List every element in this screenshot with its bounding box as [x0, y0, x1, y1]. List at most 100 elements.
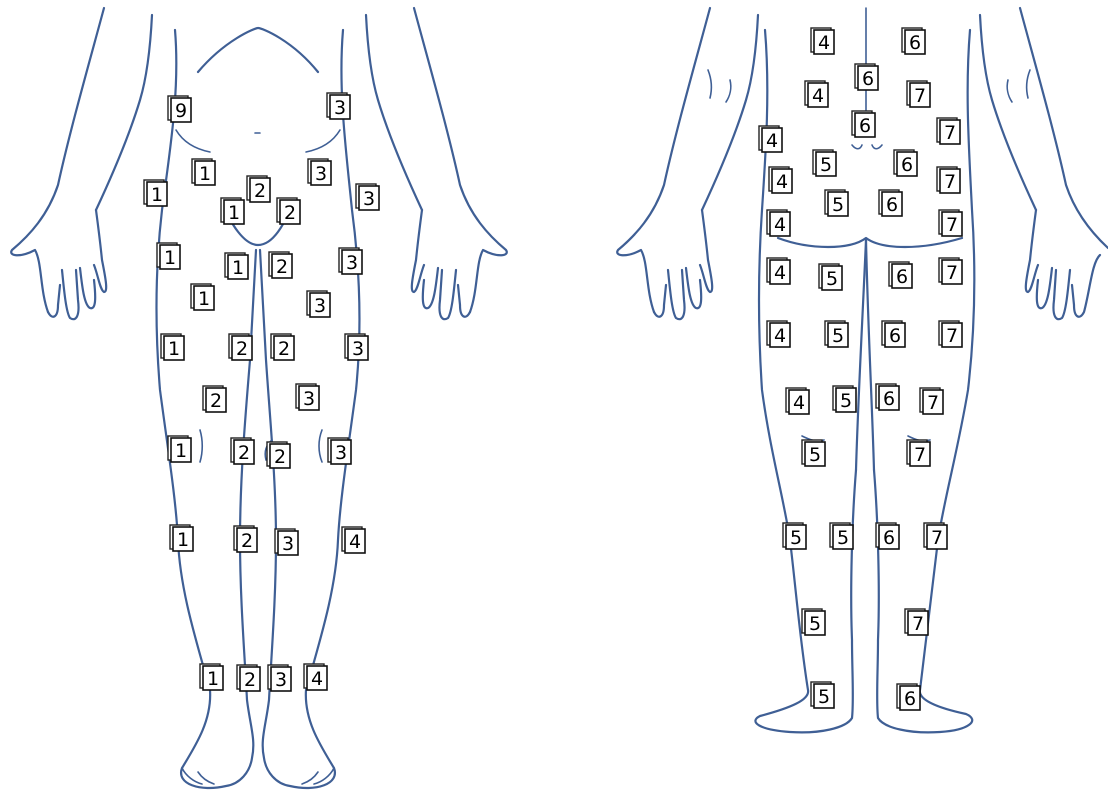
- marker-label: 3: [282, 533, 294, 555]
- marker-label: 1: [175, 440, 187, 462]
- back-marker-6: 6: [876, 384, 899, 410]
- back-marker-5: 5: [813, 150, 836, 176]
- back-marker-4: 4: [786, 388, 809, 414]
- front-marker-3: 3: [308, 159, 331, 185]
- marker-label: 4: [311, 668, 323, 690]
- marker-label: 2: [274, 446, 286, 468]
- back-marker-5: 5: [802, 609, 825, 635]
- front-marker-3: 3: [296, 384, 319, 410]
- back-marker-7: 7: [924, 523, 947, 549]
- front-marker-1: 1: [144, 180, 167, 206]
- front-marker-2: 2: [271, 334, 294, 360]
- marker-label: 4: [793, 392, 805, 414]
- marker-label: 5: [832, 325, 844, 347]
- back-marker-5: 5: [830, 523, 853, 549]
- marker-label: 1: [151, 184, 163, 206]
- front-marker-3: 3: [328, 438, 351, 464]
- marker-label: 5: [840, 390, 852, 412]
- marker-label: 4: [766, 130, 778, 152]
- back-marker-5: 5: [783, 523, 806, 549]
- marker-label: 2: [238, 442, 250, 464]
- front-marker-3: 3: [268, 665, 291, 691]
- marker-label: 1: [168, 338, 180, 360]
- marker-label: 6: [901, 154, 913, 176]
- marker-label: 1: [207, 668, 219, 690]
- back-marker-7: 7: [939, 258, 962, 284]
- front-marker-2: 2: [269, 252, 292, 278]
- marker-label: 7: [914, 85, 926, 107]
- marker-label: 4: [818, 32, 830, 54]
- marker-label: 2: [276, 256, 288, 278]
- front-marker-3: 3: [356, 184, 379, 210]
- marker-label: 7: [927, 392, 939, 414]
- marker-label: 3: [303, 388, 315, 410]
- back-marker-6: 6: [876, 523, 899, 549]
- marker-label: 9: [175, 100, 187, 122]
- marker-label: 1: [228, 202, 240, 224]
- marker-label: 4: [774, 214, 786, 236]
- front-marker-3: 3: [327, 93, 350, 119]
- marker-label: 4: [774, 325, 786, 347]
- marker-label: 3: [363, 188, 375, 210]
- marker-label: 7: [944, 122, 956, 144]
- back-marker-5: 5: [819, 264, 842, 290]
- back-marker-4: 4: [767, 258, 790, 284]
- front-marker-1: 1: [192, 159, 215, 185]
- marker-label: 3: [315, 163, 327, 185]
- back-marker-7: 7: [907, 81, 930, 107]
- marker-label: 3: [346, 252, 358, 274]
- front-marker-3: 3: [275, 529, 298, 555]
- back-marker-7: 7: [920, 388, 943, 414]
- back-marker-6: 6: [889, 262, 912, 288]
- front-marker-4: 4: [342, 527, 365, 553]
- back-marker-6: 6: [879, 190, 902, 216]
- marker-label: 6: [909, 32, 921, 54]
- back-marker-5: 5: [802, 440, 825, 466]
- back-marker-5: 5: [833, 386, 856, 412]
- back-marker-7: 7: [939, 321, 962, 347]
- front-marker-1: 1: [225, 253, 248, 279]
- marker-label: 2: [254, 180, 266, 202]
- front-marker-1: 1: [170, 525, 193, 551]
- front-marker-2: 2: [237, 665, 260, 691]
- marker-label: 3: [314, 295, 326, 317]
- marker-label: 2: [244, 669, 256, 691]
- marker-label: 2: [210, 390, 222, 412]
- marker-label: 4: [349, 531, 361, 553]
- front-marker-3: 3: [339, 248, 362, 274]
- marker-label: 5: [826, 268, 838, 290]
- front-marker-2: 2: [231, 438, 254, 464]
- marker-label: 5: [832, 194, 844, 216]
- front-marker-1: 1: [157, 243, 180, 269]
- marker-label: 7: [912, 613, 924, 635]
- marker-label: 6: [883, 527, 895, 549]
- front-marker-1: 1: [221, 198, 244, 224]
- marker-label: 3: [352, 338, 364, 360]
- back-marker-4: 4: [811, 28, 834, 54]
- back-marker-5: 5: [825, 321, 848, 347]
- back-marker-6: 6: [894, 150, 917, 176]
- marker-label: 6: [859, 115, 871, 137]
- marker-label: 5: [809, 444, 821, 466]
- marker-label: 5: [818, 686, 830, 708]
- marker-label: 6: [886, 194, 898, 216]
- back-marker-6: 6: [897, 684, 920, 710]
- front-marker-2: 2: [267, 442, 290, 468]
- back-marker-4: 4: [769, 167, 792, 193]
- marker-label: 6: [889, 325, 901, 347]
- front-marker-2: 2: [203, 386, 226, 412]
- marker-label: 2: [278, 338, 290, 360]
- marker-label: 1: [199, 163, 211, 185]
- marker-label: 5: [809, 613, 821, 635]
- marker-label: 7: [931, 527, 943, 549]
- marker-label: 4: [774, 262, 786, 284]
- marker-label: 7: [946, 262, 958, 284]
- marker-label: 7: [946, 214, 958, 236]
- marker-label: 6: [904, 688, 916, 710]
- marker-label: 1: [198, 288, 210, 310]
- back-marker-6: 6: [855, 64, 878, 90]
- back-marker-7: 7: [937, 167, 960, 193]
- front-marker-2: 2: [277, 198, 300, 224]
- marker-label: 2: [284, 202, 296, 224]
